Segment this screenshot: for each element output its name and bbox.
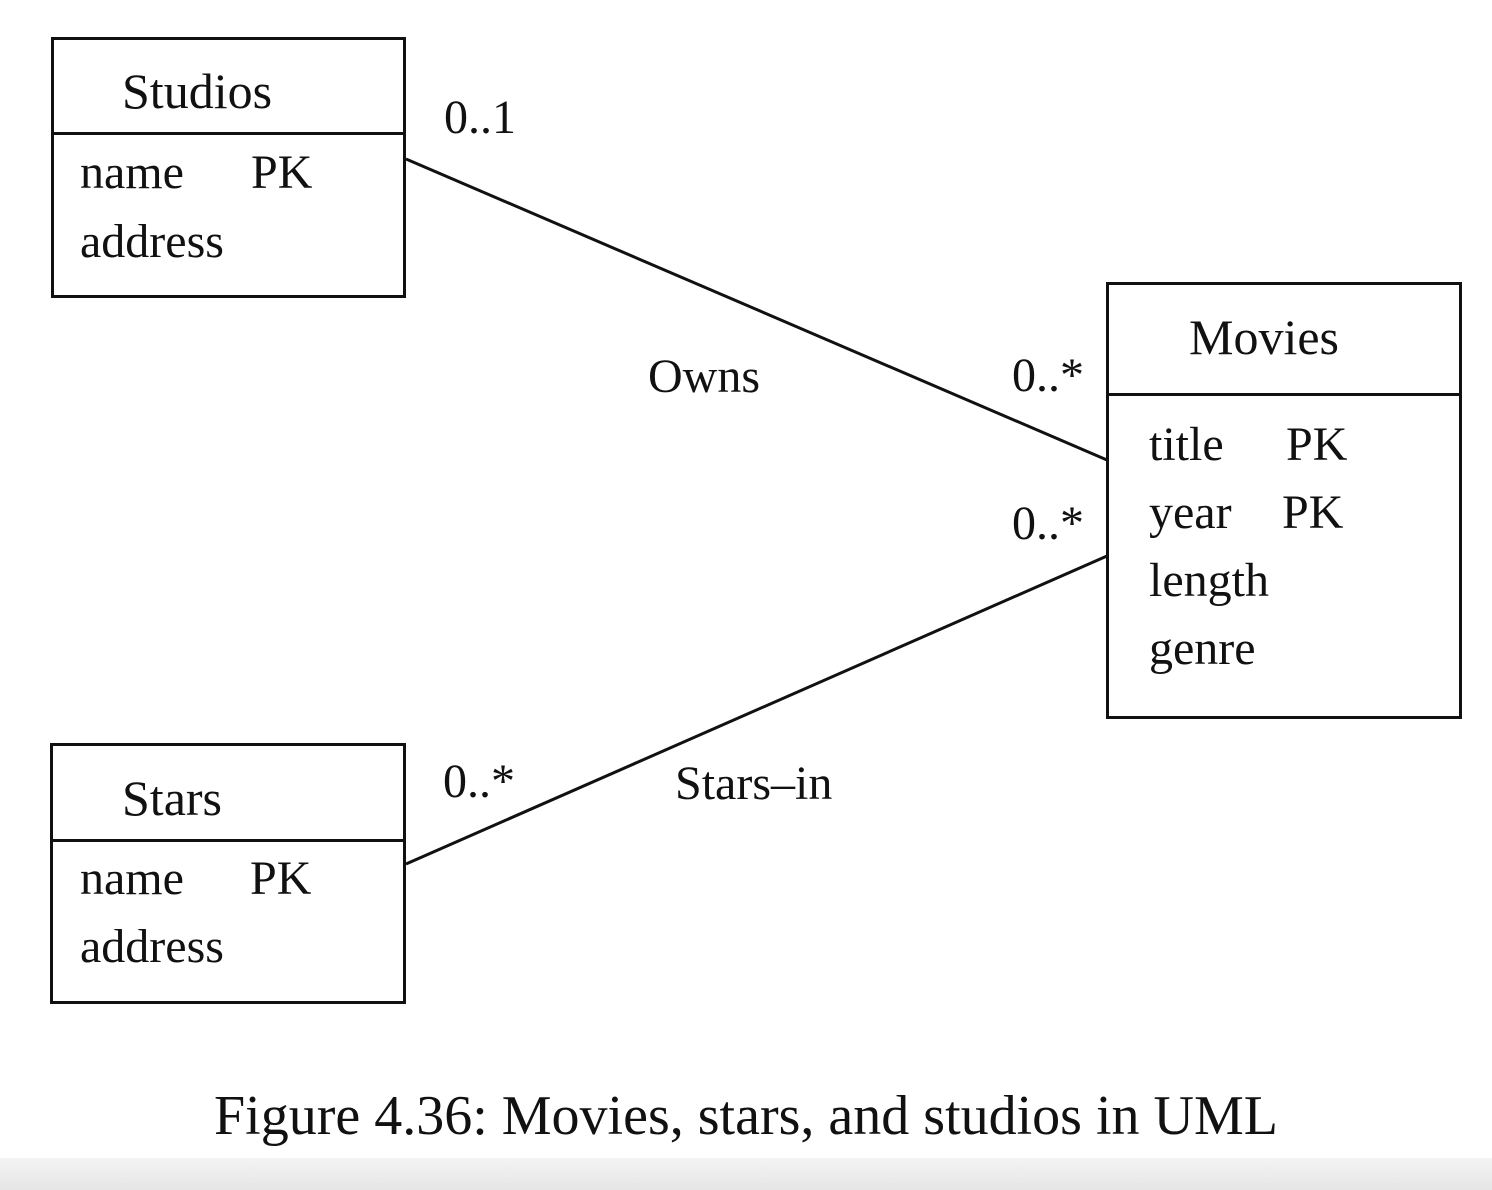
owns-association-line [405,157,1108,462]
movies-attribute-row: title PK [1149,418,1347,471]
stars-attribute-row: name PK [80,852,311,905]
attribute-name: address [80,920,224,973]
page-bottom-edge [0,1158,1492,1190]
movies-attribute-row: length [1149,557,1269,605]
movies-class-box: Movies title PK year PK length genre [1106,282,1462,719]
stars-in-movies-multiplicity: 0..* [1012,497,1084,550]
movies-class-name: Movies [1189,309,1339,365]
attribute-name: year [1149,486,1232,539]
stars-class-header: Stars [53,746,403,842]
stars-class-box: Stars name PK address [50,743,406,1004]
studios-class-header: Studios [54,40,403,135]
stars-class-name: Stars [122,770,222,826]
attribute-name: address [80,215,224,268]
primary-key-marker: PK [1286,418,1348,471]
primary-key-marker: PK [251,146,313,199]
movies-attribute-row: year PK [1149,486,1343,539]
stars-in-stars-multiplicity: 0..* [443,755,515,808]
attribute-name: title [1149,418,1224,471]
stars-in-association-label: Stars–in [675,757,833,810]
attribute-name: name [80,852,184,905]
primary-key-marker: PK [250,852,312,905]
studios-attribute-row: address [80,218,224,266]
studios-class-name: Studios [122,63,273,119]
studios-attribute-row: name PK [80,146,312,199]
movies-attribute-row: genre [1149,625,1256,673]
figure-caption: Figure 4.36: Movies, stars, and studios … [214,1085,1278,1147]
attribute-name: length [1149,554,1269,607]
attribute-name: name [80,146,184,199]
studios-class-box: Studios name PK address [51,37,406,298]
primary-key-marker: PK [1282,486,1344,539]
attribute-name: genre [1149,622,1256,675]
owns-movies-multiplicity: 0..* [1012,349,1084,402]
stars-attribute-row: address [80,923,224,971]
owns-studios-multiplicity: 0..1 [444,91,516,144]
owns-association-label: Owns [648,350,761,403]
stars-in-association-line [405,554,1108,866]
movies-class-header: Movies [1109,285,1459,396]
